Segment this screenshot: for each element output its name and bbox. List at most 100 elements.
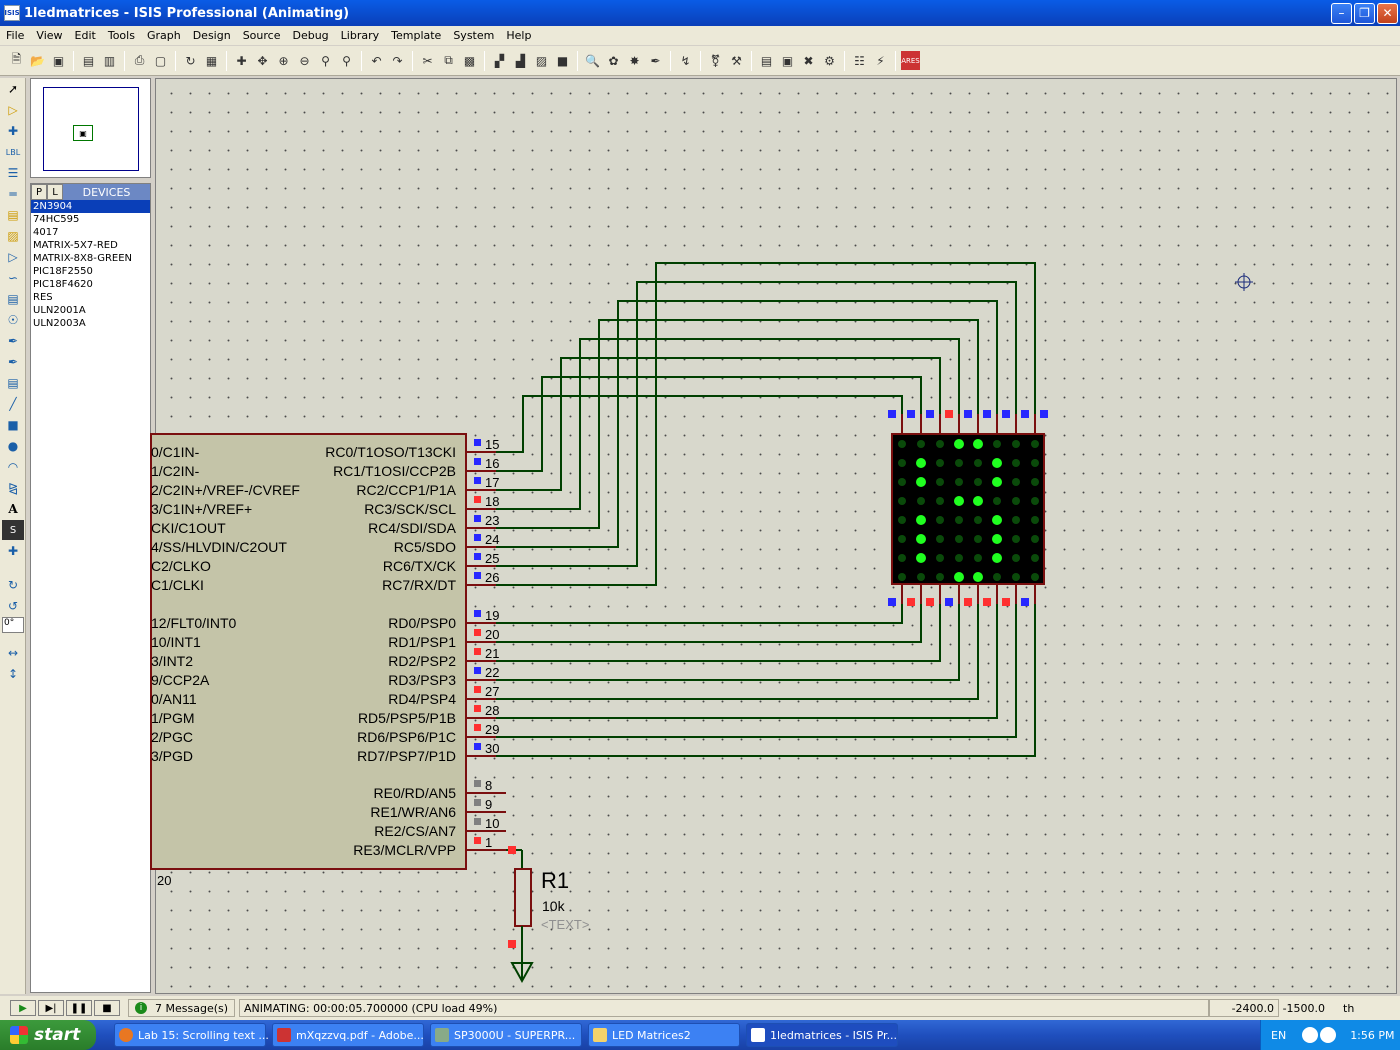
buses-icon[interactable]: ═ [9, 187, 17, 201]
restore-button[interactable]: ❐ [1354, 2, 1375, 24]
rotate-anticlockwise-icon[interactable]: ↺ [7, 599, 19, 613]
line-tool-icon[interactable]: ╱ [9, 397, 17, 411]
pause-button[interactable]: ❚❚ [66, 1000, 92, 1016]
block-copy-icon[interactable]: ▞ [494, 53, 505, 68]
block-rotate-icon[interactable]: ▨ [535, 53, 548, 68]
menu-debug[interactable]: Debug [292, 29, 329, 42]
taskbar-item[interactable]: Lab 15: Scrolling text ... [114, 1023, 269, 1047]
symbol-tool-icon[interactable]: S [2, 520, 24, 540]
menu-source[interactable]: Source [242, 29, 281, 42]
open-folder-icon[interactable]: 📂 [30, 53, 45, 68]
bill-of-materials-icon[interactable]: ☷ [854, 53, 865, 68]
marker-tool-icon[interactable]: ✚ [7, 544, 19, 558]
device-pins-icon[interactable]: ▷ [8, 250, 18, 264]
menu-template[interactable]: Template [391, 29, 442, 42]
zoom-area-icon[interactable]: ⚲ [342, 53, 351, 68]
remove-sheet-icon[interactable]: ▣ [781, 53, 794, 68]
selection-mode-icon[interactable]: ➚ [7, 82, 19, 96]
overview-viewport-frame[interactable] [43, 87, 139, 171]
taskbar-item[interactable]: SP3000U - SUPERPR... [430, 1023, 582, 1047]
isis-app-icon[interactable]: ISIS [4, 5, 20, 21]
pan-icon[interactable]: ✥ [257, 53, 268, 68]
text-tool-icon[interactable]: A [8, 502, 18, 516]
ares-icon[interactable]: ARES [901, 51, 920, 70]
device-item[interactable]: ULN2003A [33, 318, 86, 329]
print-area-icon[interactable]: ▢ [154, 53, 167, 68]
menu-edit[interactable]: Edit [74, 29, 96, 42]
schematic-drawing[interactable]: 0/C1IN-1/C2IN-2/C2IN+/VREF-/CVREF3/C1IN+… [150, 79, 1398, 995]
save-icon[interactable]: ▣ [52, 53, 65, 68]
text-script-icon[interactable]: ☰ [7, 166, 19, 180]
subcircuit-icon[interactable]: ▤ [7, 208, 19, 222]
tray-arrow-icon[interactable] [1302, 1027, 1319, 1043]
overview-window[interactable]: ▣ [30, 78, 151, 178]
paste-icon[interactable]: ▩ [463, 53, 476, 68]
block-delete-icon[interactable]: ■ [556, 53, 569, 68]
menu-design[interactable]: Design [192, 29, 231, 42]
property-tool-icon[interactable]: ⚒ [731, 53, 742, 68]
decompose-icon[interactable]: ✒ [650, 53, 661, 68]
taskbar-item[interactable]: mXqzzvq.pdf - Adobe... [272, 1023, 424, 1047]
library-manager-button[interactable]: L [47, 184, 63, 200]
virtual-instruments-icon[interactable]: ▤ [7, 376, 19, 390]
block-move-icon[interactable]: ▟ [515, 53, 526, 68]
junction-dot-icon[interactable]: ✚ [7, 124, 19, 138]
start-button[interactable]: start [0, 1020, 96, 1050]
menu-library[interactable]: Library [340, 29, 380, 42]
search-tag-icon[interactable]: ⚧ [710, 53, 721, 68]
language-indicator[interactable]: EN [1271, 1028, 1287, 1042]
device-item[interactable]: 2N3904 [31, 200, 150, 213]
menu-file[interactable]: File [6, 29, 25, 42]
rotate-clockwise-icon[interactable]: ↻ [7, 578, 19, 592]
refresh-icon[interactable]: ↻ [185, 53, 196, 68]
copy-icon[interactable]: ⧉ [444, 53, 453, 67]
electrical-rules-icon[interactable]: ⚡ [876, 53, 885, 68]
zoom-all-icon[interactable]: ⚲ [321, 53, 330, 68]
redo-icon[interactable]: ↷ [392, 53, 403, 68]
grid-icon[interactable]: ▦ [205, 53, 218, 68]
generator-icon[interactable]: ☉ [7, 313, 19, 327]
graph-mode-icon[interactable]: ∽ [7, 271, 19, 285]
close-button[interactable]: ✕ [1377, 2, 1398, 24]
current-probe-icon[interactable]: ✒ [7, 355, 19, 369]
wire-autorouter-icon[interactable]: ↯ [680, 53, 691, 68]
device-item[interactable]: PIC18F2550 [33, 266, 93, 277]
device-item[interactable]: MATRIX-8X8-GREEN [33, 253, 133, 264]
wire-label-icon[interactable]: LBL [5, 147, 21, 157]
voltage-probe-icon[interactable]: ✒ [7, 334, 19, 348]
menu-graph[interactable]: Graph [146, 29, 181, 42]
path-tool-icon[interactable]: ⧎ [7, 481, 19, 495]
component-mode-icon[interactable]: ▷ [8, 103, 18, 117]
play-button[interactable]: ▶ [10, 1000, 36, 1016]
exit-to-parent-icon[interactable]: ✖ [803, 53, 814, 68]
stop-button[interactable]: ■ [94, 1000, 120, 1016]
rotation-angle-field[interactable]: 0° [2, 617, 24, 633]
import-icon[interactable]: ▤ [82, 53, 95, 68]
export-icon[interactable]: ▥ [103, 53, 116, 68]
device-item[interactable]: PIC18F4620 [33, 279, 93, 290]
messages-indicator[interactable]: i 7 Message(s) [128, 999, 236, 1017]
minimize-button[interactable]: – [1331, 2, 1352, 24]
box-tool-icon[interactable]: ■ [7, 418, 19, 432]
undo-icon[interactable]: ↶ [371, 53, 382, 68]
view-bom-icon[interactable]: ⚙ [824, 53, 835, 68]
microcontroller-body[interactable] [150, 433, 467, 870]
mirror-vertical-icon[interactable]: ↕ [7, 667, 19, 681]
tape-recorder-icon[interactable]: ▤ [7, 292, 19, 306]
menu-system[interactable]: System [453, 29, 495, 42]
device-item[interactable]: 74HC595 [33, 214, 80, 225]
make-device-icon[interactable]: ✿ [608, 53, 619, 68]
step-button[interactable]: ▶| [38, 1000, 64, 1016]
arc-tool-icon[interactable]: ◠ [7, 460, 19, 474]
pick-devices-button[interactable]: P [31, 184, 47, 200]
circle-tool-icon[interactable]: ● [7, 439, 19, 453]
new-sheet-icon[interactable]: ▤ [760, 53, 773, 68]
device-item[interactable]: 4017 [33, 227, 59, 238]
menu-view[interactable]: View [36, 29, 63, 42]
origin-icon[interactable]: ✚ [236, 53, 247, 68]
network-icon[interactable] [1320, 1027, 1337, 1043]
taskbar-item[interactable]: LED Matrices2 [588, 1023, 740, 1047]
mirror-horizontal-icon[interactable]: ↔ [7, 646, 19, 660]
package-tool-icon[interactable]: ✸ [629, 53, 640, 68]
